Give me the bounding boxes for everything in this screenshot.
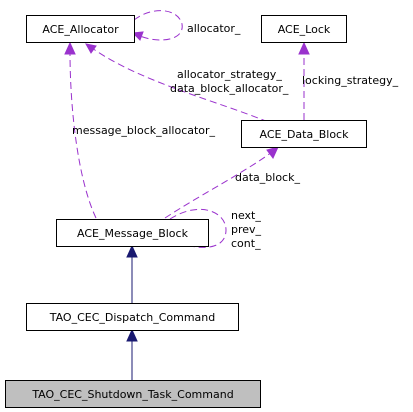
arrowhead-lock <box>298 41 310 55</box>
edge-label-cont: cont_ <box>231 237 261 250</box>
node-label-ace-data-block: ACE_Data_Block <box>260 128 350 141</box>
node-ace-data-block[interactable]: ACE_Data_Block <box>241 120 367 148</box>
arrowhead-data-block <box>266 146 279 159</box>
node-label-ace-message-block: ACE_Message_Block <box>77 227 189 240</box>
arrowhead-allocator-from-data-block <box>85 43 97 54</box>
edge-message-block-self <box>169 208 227 248</box>
node-label-tao-cec-shutdown-task-command: TAO_CEC_Shutdown_Task_Command <box>31 388 233 401</box>
arrowhead-dispatch-inheritance <box>126 328 138 342</box>
node-label-tao-cec-dispatch-command: TAO_CEC_Dispatch_Command <box>49 311 216 324</box>
edge-label-data-block-allocator: data_block_allocator_ <box>170 82 289 95</box>
arrowhead-message-block-inheritance <box>126 244 138 258</box>
edge-data-block-to-allocator <box>91 47 269 123</box>
edge-label-message-block-allocator: message_block_allocator_ <box>72 124 216 137</box>
edge-label-next: next_ <box>231 209 261 222</box>
node-label-ace-lock: ACE_Lock <box>278 23 331 36</box>
edge-label-locking-strategy: locking_strategy_ <box>302 74 399 87</box>
node-tao-cec-shutdown-task-command[interactable]: TAO_CEC_Shutdown_Task_Command <box>5 380 261 408</box>
node-tao-cec-dispatch-command[interactable]: TAO_CEC_Dispatch_Command <box>26 303 239 331</box>
edge-label-data-block: data_block_ <box>235 171 300 184</box>
edge-label-allocator-strategy: allocator_strategy_ <box>177 68 282 81</box>
node-ace-allocator[interactable]: ACE_Allocator <box>26 15 135 43</box>
arrowhead-allocator-from-message-block <box>64 41 76 55</box>
edge-label-prev: prev_ <box>231 223 262 236</box>
edge-allocator-self <box>133 10 183 41</box>
edge-label-allocator-self: allocator_ <box>187 22 241 35</box>
edge-message-block-to-data-block <box>164 151 273 219</box>
arrowhead-allocator-self <box>131 31 144 41</box>
edge-message-block-to-allocator <box>69 51 97 219</box>
node-ace-lock[interactable]: ACE_Lock <box>261 15 347 43</box>
node-label-ace-allocator: ACE_Allocator <box>42 23 119 36</box>
node-ace-message-block[interactable]: ACE_Message_Block <box>56 219 209 247</box>
